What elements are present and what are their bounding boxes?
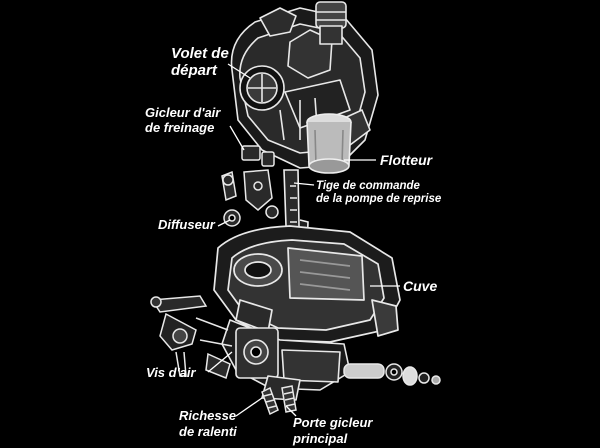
small-parts-drawing [221, 145, 279, 227]
label-porte-gicleur-line1: Porte gicleur [293, 415, 373, 430]
label-gicleur-air-line2: de freinage [145, 120, 214, 135]
label-porte-gicleur-line2: principal [292, 431, 348, 446]
label-gicleur-air-line1: Gicleur d'air [145, 105, 221, 120]
leader-lines [207, 63, 400, 417]
screws-drawing [261, 385, 297, 416]
lower-body-drawing [221, 319, 351, 401]
label-richesse-line1: Richesse [179, 408, 236, 423]
label-richesse-line2: de ralenti [179, 424, 237, 439]
label-volet-line1: Volet de [171, 45, 229, 62]
linkage-drawing [150, 295, 233, 380]
bowl-drawing [213, 225, 401, 343]
label-flotteur: Flotteur [380, 152, 434, 168]
label-volet-line2: départ [171, 62, 218, 79]
label-cuve: Cuve [403, 278, 437, 294]
label-tige-line1: Tige de commande [316, 180, 421, 192]
label-vis-air: Vis d'air [146, 365, 197, 380]
label-tige-line2: de la pompe de reprise [316, 193, 442, 205]
labels: Volet de départ Gicleur d'air de freinag… [145, 45, 442, 446]
label-diffuseur: Diffuseur [158, 217, 216, 232]
float-drawing [306, 113, 352, 174]
right-parts-drawing [343, 363, 441, 386]
